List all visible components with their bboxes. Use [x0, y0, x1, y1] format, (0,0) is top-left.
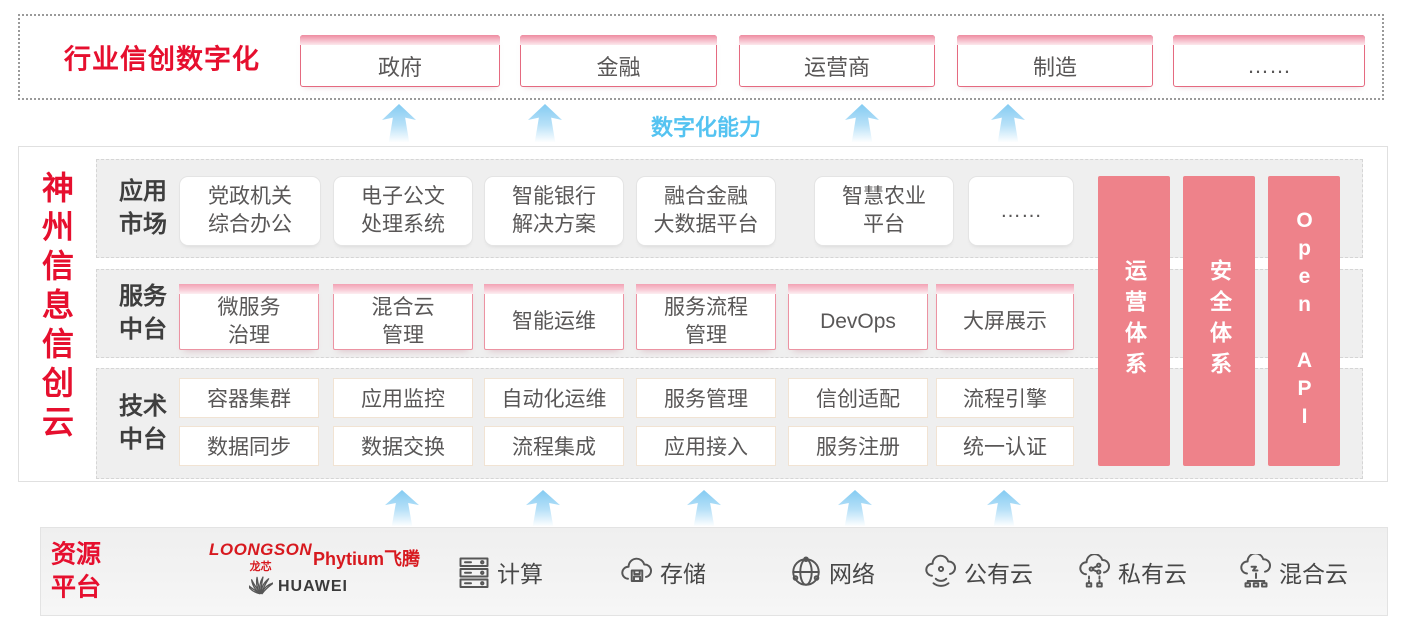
resource-item-label: 网络 [829, 560, 875, 587]
service-platform-label: 服务 中台 [119, 283, 167, 343]
svc-box-hybrid-cloud-mgmt: 混合云 管理 [333, 284, 473, 350]
up-arrow-icon [991, 104, 1025, 142]
tech-box-process-integration: 流程集成 [484, 426, 624, 466]
app-box-smart-agriculture: 智慧农业 平台 [814, 176, 954, 246]
tech-box-service-registry: 服务注册 [788, 426, 928, 466]
up-arrow-icon [987, 490, 1021, 526]
industry-banner: 行业信创数字化 政府 金融 运营商 制造 …… [18, 14, 1384, 100]
tech-box-service-mgmt: 服务管理 [636, 378, 776, 418]
loongson-logo: LOONGSON 龙芯 [209, 540, 312, 574]
industry-box-manufacturing: 制造 [957, 35, 1153, 87]
huawei-logo: HUAWEI [249, 576, 348, 598]
app-market-label: 应用 市场 [119, 178, 167, 238]
tech-box-data-sync: 数据同步 [179, 426, 319, 466]
pillar-open-api: Open API [1268, 176, 1340, 466]
resource-item-network: 网络 [788, 554, 875, 590]
tech-box-app-access: 应用接入 [636, 426, 776, 466]
up-arrow-icon [687, 490, 721, 526]
industry-box-more: …… [1173, 35, 1365, 87]
app-box-smart-banking: 智能银行 解决方案 [484, 176, 624, 246]
platform-container: 神州信息信创云 应用 市场 党政机关 综合办公 电子公文 处理系统 智能银行 解… [18, 146, 1388, 482]
huawei-logo-text: HUAWEI [278, 578, 348, 595]
server-icon [459, 557, 489, 588]
tech-box-app-monitoring: 应用监控 [333, 378, 473, 418]
phytium-logo: Phytium飞腾 [313, 549, 421, 569]
storage-cloud-icon [621, 557, 652, 582]
tech-box-automated-ops: 自动化运维 [484, 378, 624, 418]
resource-panel: 资源 平台 LOONGSON 龙芯 Phytium飞腾 HUAWEI [40, 527, 1388, 616]
up-arrow-icon [528, 104, 562, 142]
industry-banner-title: 行业信创数字化 [64, 44, 260, 75]
resource-item-compute: 计算 [456, 554, 543, 590]
hybrid-cloud-icon [1240, 553, 1271, 588]
capability-label: 数字化能力 [650, 115, 761, 140]
up-arrow-icon [382, 104, 416, 142]
pillar-security-system: 安全体系 [1183, 176, 1255, 466]
up-arrow-icon [845, 104, 879, 142]
resource-item-label: 存储 [660, 560, 706, 587]
tech-box-data-exchange: 数据交换 [333, 426, 473, 466]
up-arrow-icon [838, 490, 872, 526]
resource-item-hybrid-cloud: 混合云 [1238, 553, 1348, 590]
svc-box-microservice-governance: 微服务 治理 [179, 284, 319, 350]
private-cloud-icon [1079, 553, 1110, 588]
loongson-logo-cn: 龙芯 [249, 561, 272, 573]
public-cloud-icon [925, 554, 956, 587]
tech-box-xinchuang-adaptation: 信创适配 [788, 378, 928, 418]
resource-panel-label: 资源 平台 [51, 539, 102, 602]
industry-box-finance: 金融 [520, 35, 717, 87]
industry-box-government: 政府 [300, 35, 500, 87]
tech-box-unified-auth: 统一认证 [936, 426, 1074, 466]
svc-box-service-process-mgmt: 服务流程 管理 [636, 284, 776, 350]
resource-item-private-cloud: 私有云 [1077, 553, 1187, 590]
svc-box-intelligent-ops: 智能运维 [484, 284, 624, 350]
network-globe-icon [792, 555, 820, 586]
app-box-finance-bigdata: 融合金融 大数据平台 [636, 176, 776, 246]
resource-item-public-cloud: 公有云 [923, 554, 1033, 590]
resource-item-label: 公有云 [964, 560, 1033, 587]
up-arrow-icon [385, 490, 419, 526]
resource-item-label: 私有云 [1118, 560, 1187, 587]
app-box-edoc-system: 电子公文 处理系统 [333, 176, 473, 246]
loongson-logo-text: LOONGSON [209, 540, 313, 559]
huawei-flower-icon [249, 576, 273, 595]
resource-item-label: 混合云 [1279, 560, 1348, 587]
pillar-operation-system: 运营体系 [1098, 176, 1170, 466]
app-box-more: …… [968, 176, 1074, 246]
svc-box-devops: DevOps [788, 284, 928, 350]
tech-platform-label: 技术 中台 [119, 393, 167, 453]
up-arrow-icon [526, 490, 560, 526]
resource-item-label: 计算 [497, 560, 543, 587]
industry-box-operator: 运营商 [739, 35, 935, 87]
resource-item-storage: 存储 [619, 554, 706, 590]
tech-box-container-cluster: 容器集群 [179, 378, 319, 418]
platform-title: 神州信息信创云 [38, 171, 74, 444]
app-box-party-gov-office: 党政机关 综合办公 [179, 176, 321, 246]
svc-box-big-screen: 大屏展示 [936, 284, 1074, 350]
tech-box-process-engine: 流程引擎 [936, 378, 1074, 418]
